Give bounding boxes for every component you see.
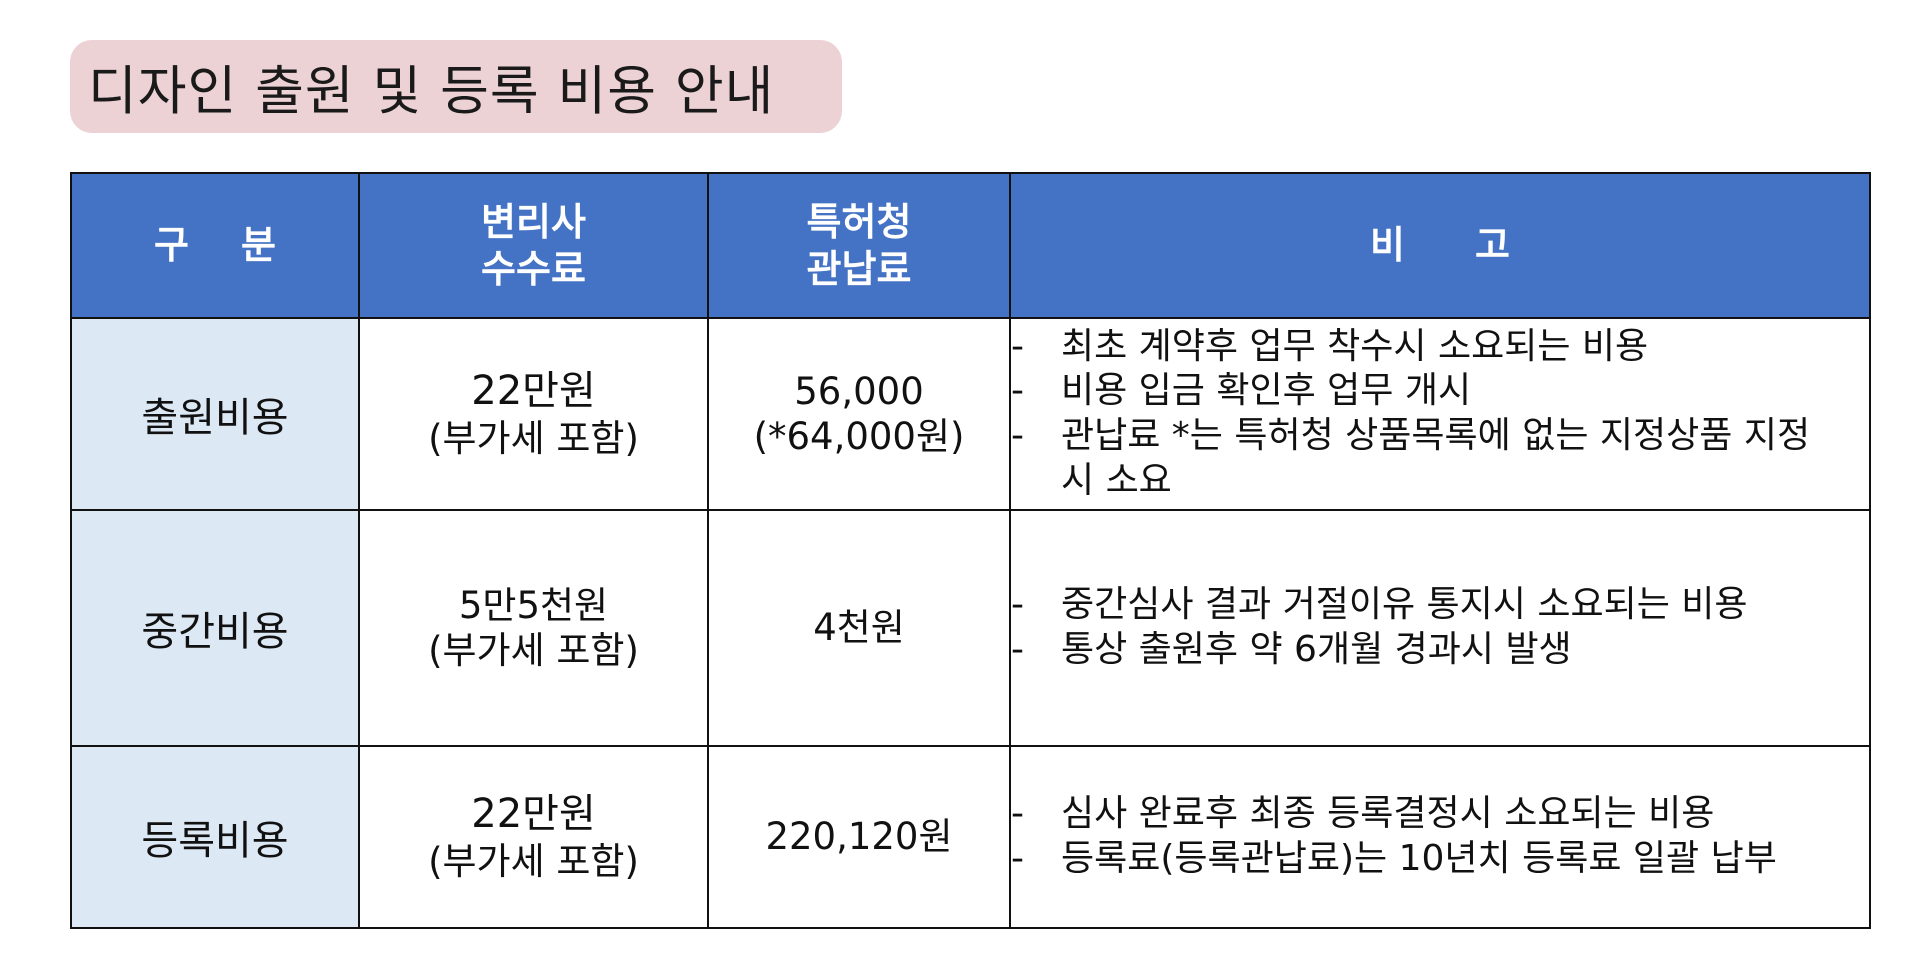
header-attorney-fee-line1: 변리사 bbox=[481, 200, 586, 245]
header-remarks-part2: 고 bbox=[1475, 223, 1510, 268]
remark-dash: - bbox=[1011, 584, 1024, 626]
remark-text: 통상 출원후 약 6개월 경과시 발생 bbox=[1061, 629, 1572, 670]
attorney-fee-note: (부가세 포함) bbox=[428, 416, 639, 460]
attorney-fee-note: (부가세 포함) bbox=[428, 629, 639, 672]
row-category: 중간비용 bbox=[70, 509, 360, 747]
row-remarks: - 중간심사 결과 거절이유 통지시 소요되는 비용 - 통상 출원후 약 6개… bbox=[1009, 509, 1871, 747]
page-title-box: 디자인 출원 및 등록 비용 안내 bbox=[70, 40, 842, 133]
remark-item: - 심사 완료후 최종 등록결정시 소요되는 비용 bbox=[1011, 792, 1869, 837]
header-kipo-fee-line1: 특허청 bbox=[806, 200, 912, 245]
row-kipo-fee: 220,120원 bbox=[707, 745, 1011, 929]
table-row: 중간비용 5만5천원 (부가세 포함) 4천원 - 중간심사 결과 거절이유 통… bbox=[70, 509, 1871, 747]
remark-dash: - bbox=[1011, 370, 1024, 412]
remark-item: - 중간심사 결과 거절이유 통지시 소요되는 비용 bbox=[1011, 583, 1869, 628]
remark-dash: - bbox=[1011, 415, 1024, 456]
header-category-part2: 분 bbox=[241, 223, 276, 268]
remark-item: - 비용 입금 확인후 업무 개시 bbox=[1011, 369, 1869, 414]
table-row: 출원비용 22만원 (부가세 포함) 56,000 (*64,000원) - 최… bbox=[70, 317, 1871, 511]
header-remarks-part1: 비 bbox=[1370, 223, 1405, 268]
kipo-fee-note: (*64,000원) bbox=[753, 415, 965, 458]
remark-item: - 통상 출원후 약 6개월 경과시 발생 bbox=[1011, 628, 1869, 673]
remark-dash: - bbox=[1011, 629, 1024, 670]
row-remarks: - 심사 완료후 최종 등록결정시 소요되는 비용 - 등록료(등록관납료)는 … bbox=[1009, 745, 1871, 929]
remark-text: 최초 계약후 업무 착수시 소요되는 비용 bbox=[1061, 325, 1649, 367]
row-remarks: - 최초 계약후 업무 착수시 소요되는 비용 - 비용 입금 확인후 업무 개… bbox=[1009, 317, 1871, 511]
remark-text: 심사 완료후 최종 등록결정시 소요되는 비용 bbox=[1061, 793, 1715, 835]
header-attorney-fee-line2: 수수료 bbox=[481, 246, 586, 291]
row-kipo-fee: 4천원 bbox=[707, 509, 1011, 747]
row-kipo-fee: 56,000 (*64,000원) bbox=[707, 317, 1011, 511]
row-attorney-fee: 22만원 (부가세 포함) bbox=[358, 317, 709, 511]
remark-item: - 관납료 *는 특허청 상품목록에 없는 지정상품 지정시 소요 bbox=[1011, 414, 1869, 503]
remark-text: 비용 입금 확인후 업무 개시 bbox=[1061, 370, 1472, 412]
row-attorney-fee: 22만원 (부가세 포함) bbox=[358, 745, 709, 929]
row-category: 등록비용 bbox=[70, 745, 360, 929]
remark-text: 등록료(등록관납료)는 10년치 등록료 일괄 납부 bbox=[1061, 838, 1777, 879]
header-category-part1: 구 bbox=[154, 223, 189, 268]
remark-text: 중간심사 결과 거절이유 통지시 소요되는 비용 bbox=[1061, 584, 1748, 626]
remark-item: - 최초 계약후 업무 착수시 소요되는 비용 bbox=[1011, 325, 1869, 370]
remark-dash: - bbox=[1011, 838, 1024, 879]
row-attorney-fee: 5만5천원 (부가세 포함) bbox=[358, 509, 709, 747]
page-title: 디자인 출원 및 등록 비용 안내 bbox=[88, 60, 775, 122]
header-kipo-fee: 특허청 관납료 bbox=[707, 172, 1011, 319]
attorney-fee-value: 22만원 bbox=[471, 791, 596, 838]
attorney-fee-value: 5만5천원 bbox=[458, 583, 609, 627]
row-category: 출원비용 bbox=[70, 317, 360, 511]
attorney-fee-value: 22만원 bbox=[471, 368, 596, 415]
remark-item: - 등록료(등록관납료)는 10년치 등록료 일괄 납부 bbox=[1011, 837, 1869, 882]
kipo-fee-value: 220,120원 bbox=[765, 815, 953, 859]
attorney-fee-note: (부가세 포함) bbox=[428, 839, 639, 883]
remark-text: 관납료 *는 특허청 상품목록에 없는 지정상품 지정시 소요 bbox=[1061, 415, 1811, 501]
remark-dash: - bbox=[1011, 325, 1024, 367]
remark-dash: - bbox=[1011, 793, 1024, 835]
kipo-fee-value: 4천원 bbox=[813, 606, 905, 650]
header-kipo-fee-line2: 관납료 bbox=[806, 246, 912, 291]
table-row: 등록비용 22만원 (부가세 포함) 220,120원 - 심사 완료후 최종 … bbox=[70, 745, 1871, 929]
kipo-fee-value: 56,000 bbox=[794, 369, 924, 413]
header-attorney-fee: 변리사 수수료 bbox=[358, 172, 709, 319]
